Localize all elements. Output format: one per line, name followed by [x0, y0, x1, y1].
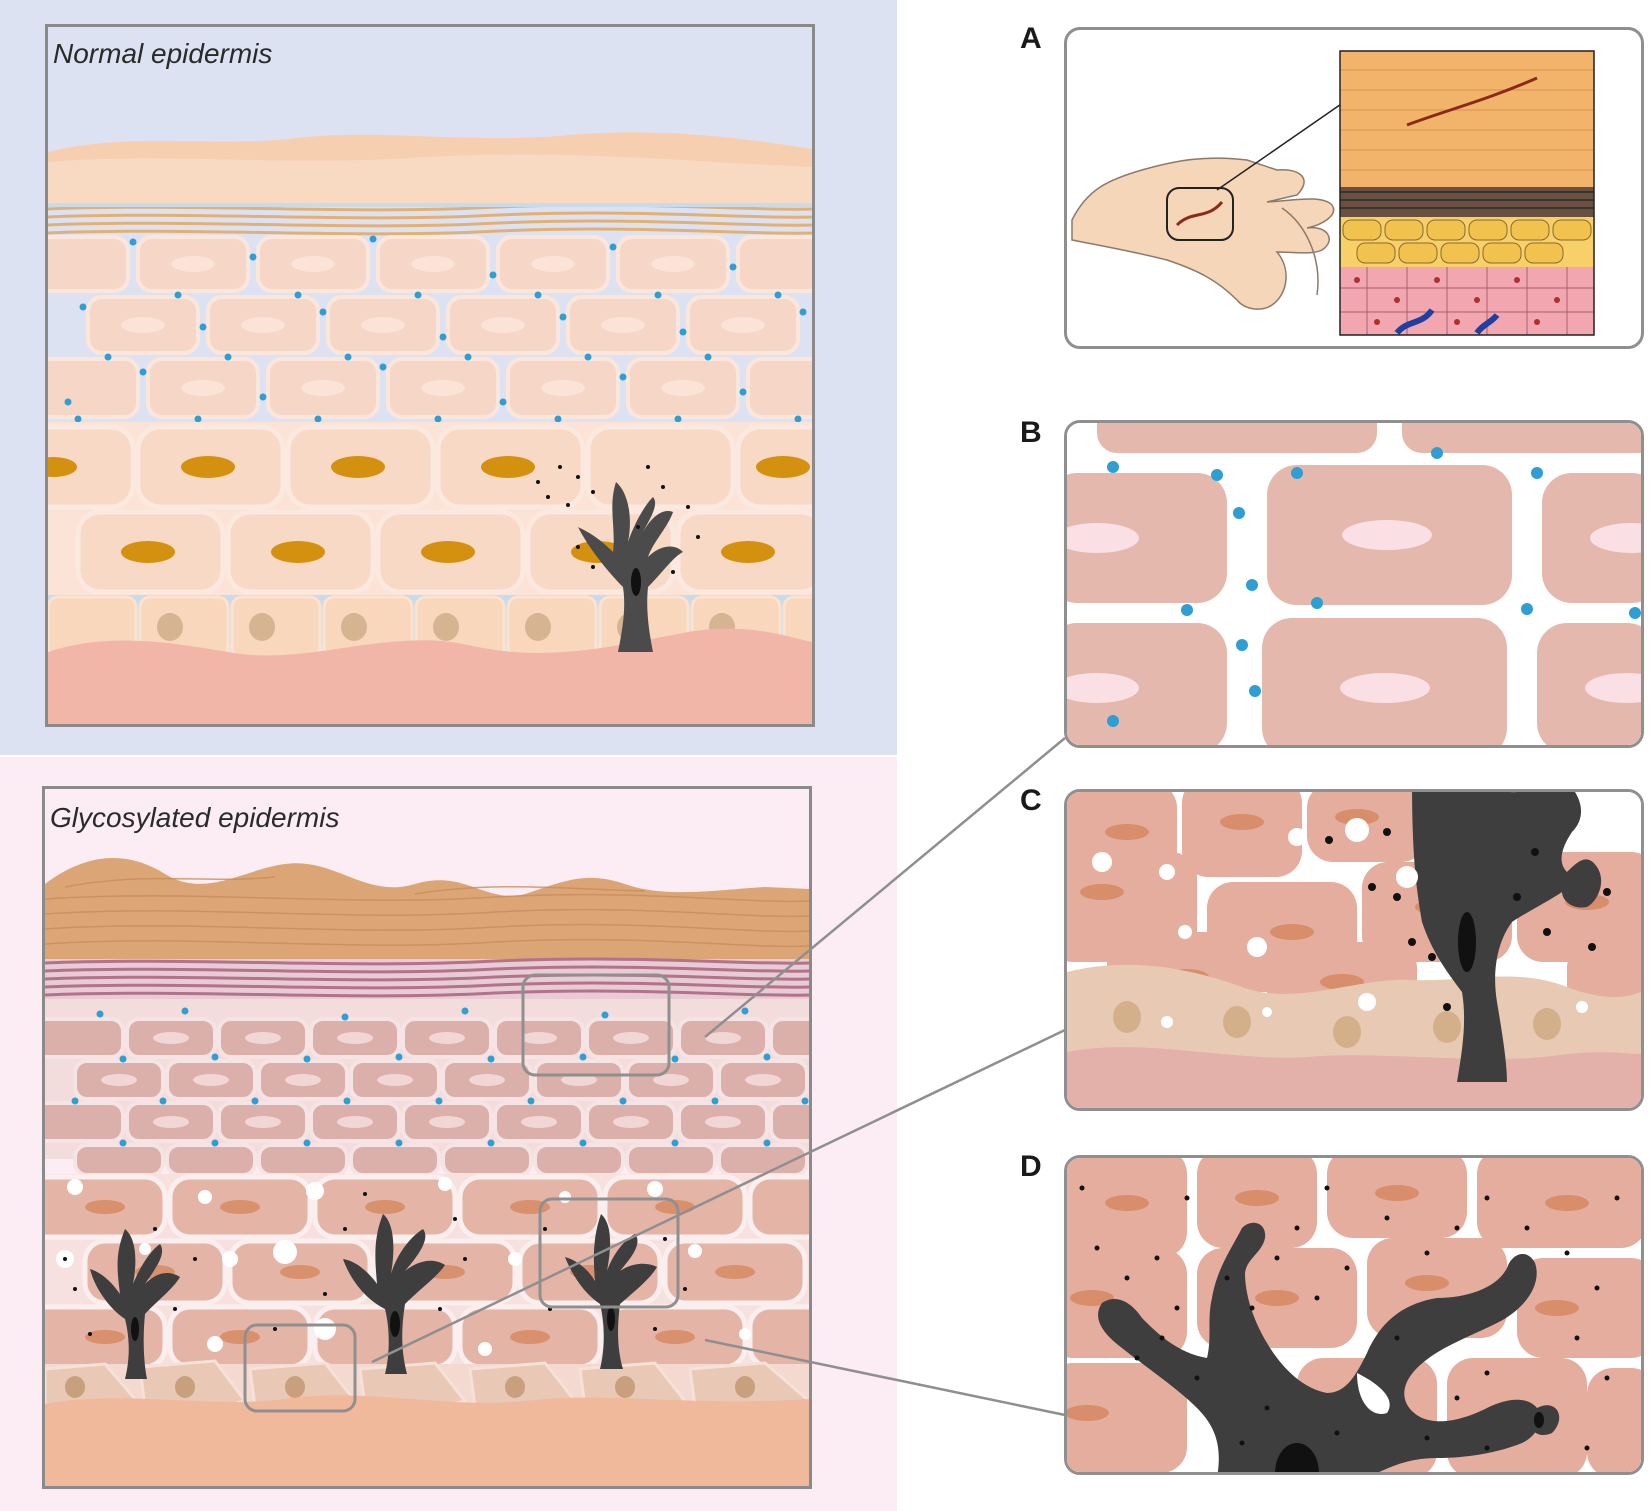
inset-c-dermis: [1067, 1047, 1641, 1108]
inset-c-age-granules: [1092, 818, 1588, 1028]
inset-d-melanosome-dots: [1079, 1185, 1620, 1451]
skin-block: [1339, 50, 1595, 336]
glycosylated-epidermis-illustration: [45, 789, 809, 1486]
spinous-cell-nuclei: [121, 256, 765, 396]
normal-epidermis-panel: [45, 24, 815, 727]
inset-c-letter: C: [1020, 784, 1042, 817]
inset-a-hand-skin: [1064, 27, 1644, 349]
inset-c-melanocyte: [1412, 792, 1602, 1082]
stratum-granulosum-lamellae: [48, 203, 812, 236]
larva-track: [1175, 200, 1224, 227]
glycated-stratum-corneum: [45, 857, 809, 964]
glycated-dermis: [45, 1395, 809, 1486]
zoom-boxes: [243, 973, 680, 1413]
hand-illustration: [1071, 157, 1335, 310]
inset-a-letter: A: [1020, 22, 1042, 55]
glyco-melanocytes: [90, 1214, 657, 1379]
inset-b-lipid-detail: [1064, 420, 1644, 748]
lipid-dots: [64, 235, 807, 423]
inset-b-cells: [1067, 423, 1641, 745]
inset-b-letter: B: [1020, 416, 1042, 449]
normal-epidermis-illustration: [48, 27, 812, 724]
melanosome-dots: [536, 465, 700, 574]
glycosylated-epidermis-title: Glycosylated epidermis: [50, 802, 340, 833]
melanocyte: [578, 482, 683, 652]
inset-d-letter: D: [1020, 1150, 1042, 1183]
dermis: [48, 628, 812, 724]
inset-b-lipid-dots: [1107, 447, 1641, 727]
normal-epidermis-title: Normal epidermis: [53, 38, 273, 69]
inset-d-melanocyte-detail: [1064, 1155, 1644, 1475]
glyco-melanosome-dots: [63, 1192, 687, 1336]
inset-c-melanosome-dots: [1325, 828, 1611, 1011]
inset-c-basal-detail: [1064, 789, 1644, 1111]
glyco-lipid-dots: [71, 1007, 809, 1147]
age-granules: [56, 1177, 751, 1356]
glycosylated-epidermis-panel: [42, 786, 812, 1489]
